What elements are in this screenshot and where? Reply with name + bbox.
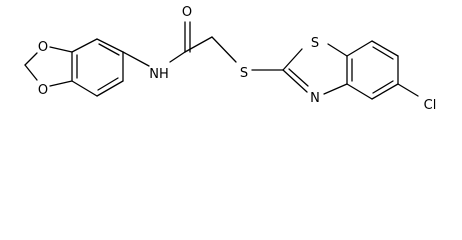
atom-label-carbonyl-oxygen: O [182, 5, 192, 20]
thioether-linkage [211, 36, 284, 71]
thiazole-ring [282, 43, 348, 95]
benzodioxole-benzene-ring [71, 38, 124, 97]
atom-label-thioether-sulfur: S [240, 66, 248, 81]
atom-label-ring-nitrogen: N [310, 91, 320, 106]
amide-linkage [122, 21, 213, 67]
atom-label-ring-sulfur: S [311, 36, 319, 51]
atom-label-dioxole-oxygen-lower: O [38, 83, 48, 98]
dioxole-ring [24, 46, 73, 87]
chloro-substituent [397, 83, 419, 97]
benzothiazole-benzene-ring [346, 40, 399, 100]
atom-label-amide-nh: NH [149, 67, 169, 82]
molecule-structure: O NH S S N Cl O O [24, 5, 437, 113]
atom-label-dioxole-oxygen-upper: O [38, 40, 48, 55]
atom-label-chlorine: Cl [424, 98, 437, 113]
